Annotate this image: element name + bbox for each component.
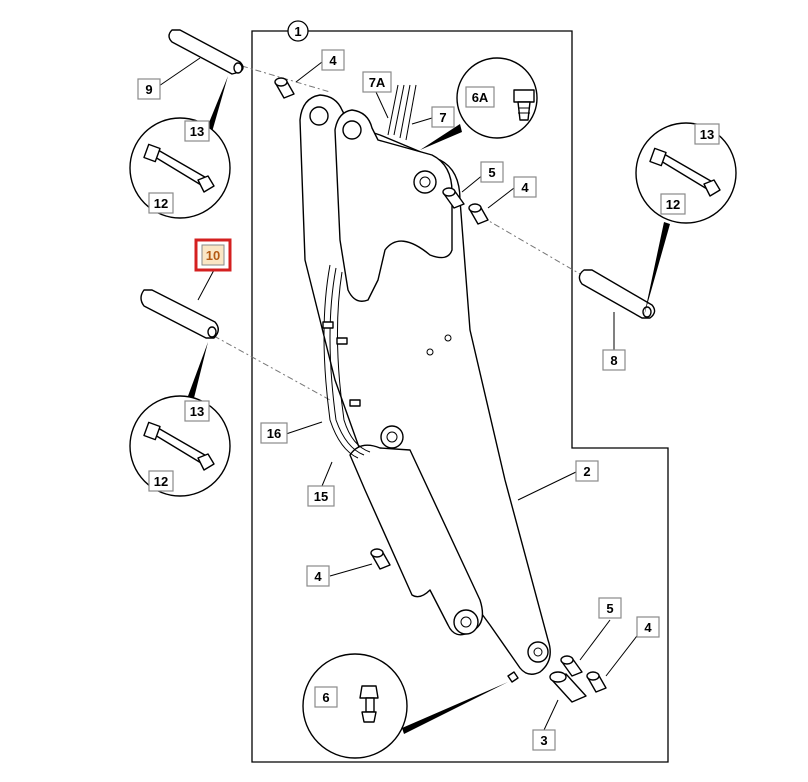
svg-text:13: 13: [700, 127, 714, 142]
callout-bolt-lower-left: [129, 342, 231, 497]
svg-text:4: 4: [644, 620, 652, 635]
svg-text:12: 12: [154, 474, 168, 489]
axis-line-left-mid: [213, 335, 331, 401]
assembly-number: 1: [294, 24, 301, 39]
boom-arm: [299, 84, 551, 683]
label-5-bottom: 5: [598, 597, 622, 619]
svg-text:9: 9: [145, 82, 152, 97]
label-12-upper-left: 12: [148, 192, 174, 214]
svg-text:7A: 7A: [369, 75, 386, 90]
label-6: 6: [314, 686, 338, 708]
svg-text:4: 4: [314, 569, 322, 584]
bushing-4-bottom: [586, 671, 607, 693]
label-13-right: 13: [694, 123, 720, 145]
bushing-4-top: [274, 77, 295, 99]
label-4-right: 4: [513, 176, 537, 198]
svg-text:15: 15: [314, 489, 328, 504]
assembly-number-marker: 1: [287, 20, 309, 42]
svg-text:2: 2: [583, 464, 590, 479]
label-4-mid: 4: [306, 565, 330, 587]
svg-text:4: 4: [329, 53, 337, 68]
axis-line-right: [469, 209, 643, 311]
label-16: 16: [260, 422, 288, 444]
label-10-highlighted[interactable]: 10: [194, 238, 232, 272]
svg-text:12: 12: [154, 196, 168, 211]
svg-text:5: 5: [606, 601, 613, 616]
pin-10: [140, 289, 219, 339]
svg-text:12: 12: [666, 197, 680, 212]
svg-text:8: 8: [610, 353, 617, 368]
label-7: 7: [431, 106, 455, 128]
label-13-upper-left: 13: [184, 120, 210, 142]
bushing-5-bottom: [560, 655, 583, 677]
svg-text:16: 16: [267, 426, 281, 441]
label-4-bottom: 4: [636, 616, 660, 638]
svg-text:5: 5: [488, 165, 495, 180]
callout-grease-nipple-6: [302, 653, 508, 759]
label-3: 3: [532, 729, 556, 751]
label-7a: 7A: [362, 71, 392, 93]
label-12-right: 12: [660, 193, 686, 215]
svg-text:10: 10: [206, 248, 220, 263]
label-9: 9: [137, 78, 161, 100]
label-6a: 6A: [465, 86, 495, 108]
label-8: 8: [602, 349, 626, 371]
bushing-5-top: [442, 187, 465, 209]
bushing-4-mid: [370, 548, 391, 570]
assembly-frame: [251, 30, 669, 763]
svg-text:13: 13: [190, 124, 204, 139]
callout-bolt-right: [635, 122, 737, 316]
label-13-lower-left: 13: [184, 400, 210, 422]
svg-text:6: 6: [322, 690, 329, 705]
label-5-top: 5: [480, 161, 504, 183]
svg-text:7: 7: [439, 110, 446, 125]
leader-lines: [155, 57, 641, 731]
svg-text:4: 4: [521, 180, 529, 195]
svg-text:13: 13: [190, 404, 204, 419]
label-4-top: 4: [321, 49, 345, 71]
label-15: 15: [307, 485, 335, 507]
pin-3: [549, 671, 587, 703]
pin-8: [578, 269, 656, 319]
svg-text:6A: 6A: [472, 90, 489, 105]
label-2: 2: [575, 460, 599, 482]
callout-grease-nipple-6a: [420, 57, 538, 150]
bushing-4-right: [468, 203, 489, 225]
label-12-lower-left: 12: [148, 470, 174, 492]
svg-text:3: 3: [540, 733, 547, 748]
pin-9: [168, 29, 244, 75]
